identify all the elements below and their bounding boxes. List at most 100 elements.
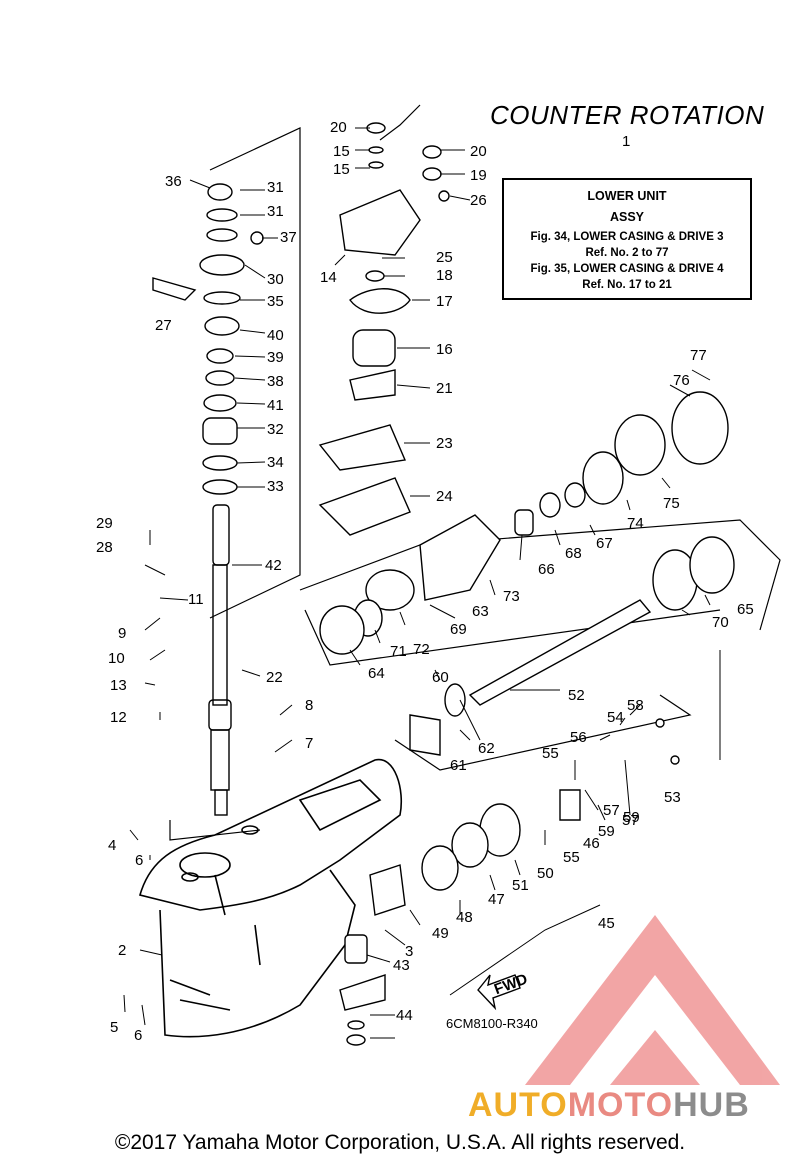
callout-53: 53 — [664, 789, 681, 806]
callout-25: 25 — [436, 249, 453, 266]
callout-74: 74 — [627, 515, 644, 532]
callout-55: 55 — [542, 745, 559, 762]
callout-65: 65 — [737, 601, 754, 618]
callout-29: 29 — [96, 515, 113, 532]
water-pump-parts — [318, 122, 450, 536]
callout-22: 22 — [266, 669, 283, 686]
ref-line-4: Ref. No. 17 to 21 — [582, 279, 672, 291]
callout-2: 2 — [118, 942, 126, 959]
callout-77: 77 — [690, 347, 707, 364]
fwd-arrow: FWD — [477, 971, 530, 1011]
callout-56: 56 — [570, 729, 587, 746]
callout-73: 73 — [503, 588, 520, 605]
fwd-label: FWD — [492, 971, 530, 999]
callout-51: 51 — [512, 877, 529, 894]
callout-63: 63 — [472, 603, 489, 620]
callout-70: 70 — [712, 614, 729, 631]
brand-wordmark: AUTOMOTOHUB — [468, 1086, 750, 1125]
callout-6: 6 — [134, 1027, 142, 1044]
brand-part-auto: AUTO — [468, 1086, 568, 1124]
callout-8: 8 — [305, 697, 313, 714]
callout-13: 13 — [110, 677, 127, 694]
callout-39: 39 — [267, 349, 284, 366]
ref-subheading: ASSY — [609, 210, 645, 224]
callout-23: 23 — [436, 435, 453, 452]
drive-shaft — [208, 504, 232, 816]
callout-52: 52 — [568, 687, 585, 704]
ref-line-1: Fig. 34, LOWER CASING & DRIVE 3 — [530, 231, 724, 243]
callout-12: 12 — [110, 709, 127, 726]
title-callout: 1 — [622, 133, 631, 150]
ref-heading: LOWER UNIT — [587, 189, 667, 203]
callout-59: 59 — [598, 823, 615, 840]
ref-line-2: Ref. No. 2 to 77 — [585, 247, 669, 259]
callout-66: 66 — [538, 561, 555, 578]
callout-58: 58 — [627, 697, 644, 714]
callout-27: 27 — [155, 317, 172, 334]
callout-3: 3 — [405, 943, 413, 960]
callout-60: 60 — [432, 669, 449, 686]
callout-49: 49 — [432, 925, 449, 942]
callout-69: 69 — [450, 621, 467, 638]
callout-54: 54 — [607, 709, 624, 726]
callout-72: 72 — [413, 641, 430, 658]
ref-line-3: Fig. 35, LOWER CASING & DRIVE 4 — [530, 263, 724, 275]
callout-48: 48 — [456, 909, 473, 926]
copyright-notice: ©2017 Yamaha Motor Corporation, U.S.A. A… — [114, 1131, 686, 1154]
callout-62: 62 — [478, 740, 495, 757]
callout-68: 68 — [565, 545, 582, 562]
callout-75: 75 — [663, 495, 680, 512]
leader-lines — [123, 127, 721, 1039]
callout-11: 11 — [188, 591, 204, 608]
callout-55: 55 — [563, 849, 580, 866]
callout-50: 50 — [537, 865, 554, 882]
callout-46: 46 — [583, 835, 600, 852]
callout-57: 57 — [622, 812, 639, 829]
callout-30: 30 — [267, 271, 284, 288]
callout-40: 40 — [267, 327, 284, 344]
callout-34: 34 — [267, 454, 284, 471]
callout-18: 18 — [436, 267, 453, 284]
callout-20: 20 — [470, 143, 487, 160]
callout-20: 20 — [330, 119, 347, 136]
callout-59: 59 — [623, 809, 640, 826]
callout-37: 37 — [280, 229, 297, 246]
callout-10: 10 — [108, 650, 125, 667]
callout-67: 67 — [596, 535, 613, 552]
callout-15: 15 — [333, 143, 350, 160]
automotohub-logo — [525, 915, 780, 1085]
propeller-shaft-parts — [319, 391, 735, 1046]
callout-5: 5 — [110, 1019, 118, 1036]
callout-35: 35 — [267, 293, 284, 310]
callout-47: 47 — [488, 891, 505, 908]
callout-31: 31 — [267, 179, 284, 196]
lower-casing — [139, 758, 403, 1038]
callout-4: 4 — [108, 837, 116, 854]
callout-15: 15 — [333, 161, 350, 178]
reference-box: LOWER UNIT ASSY Fig. 34, LOWER CASING & … — [502, 178, 752, 300]
callout-45: 45 — [598, 915, 615, 932]
callout-57: 57 — [603, 802, 620, 819]
diagram-title: COUNTER ROTATION — [490, 100, 765, 130]
callout-33: 33 — [267, 478, 284, 495]
callout-21: 21 — [436, 380, 453, 397]
callout-7: 7 — [305, 735, 313, 752]
shaft-stack-parts — [152, 183, 264, 495]
callout-19: 19 — [470, 167, 487, 184]
callout-64: 64 — [368, 665, 385, 682]
brand-part-hub: HUB — [673, 1086, 750, 1124]
callout-71: 71 — [390, 643, 407, 660]
callout-17: 17 — [436, 293, 453, 310]
callout-14: 14 — [320, 269, 337, 286]
callout-76: 76 — [673, 372, 690, 389]
callout-42: 42 — [265, 557, 282, 574]
callout-43: 43 — [393, 957, 410, 974]
callout-26: 26 — [470, 192, 487, 209]
callout-6: 6 — [135, 852, 143, 869]
callout-61: 61 — [450, 757, 467, 774]
callout-31: 31 — [267, 203, 284, 220]
brand-part-moto: MOTO — [567, 1086, 674, 1124]
